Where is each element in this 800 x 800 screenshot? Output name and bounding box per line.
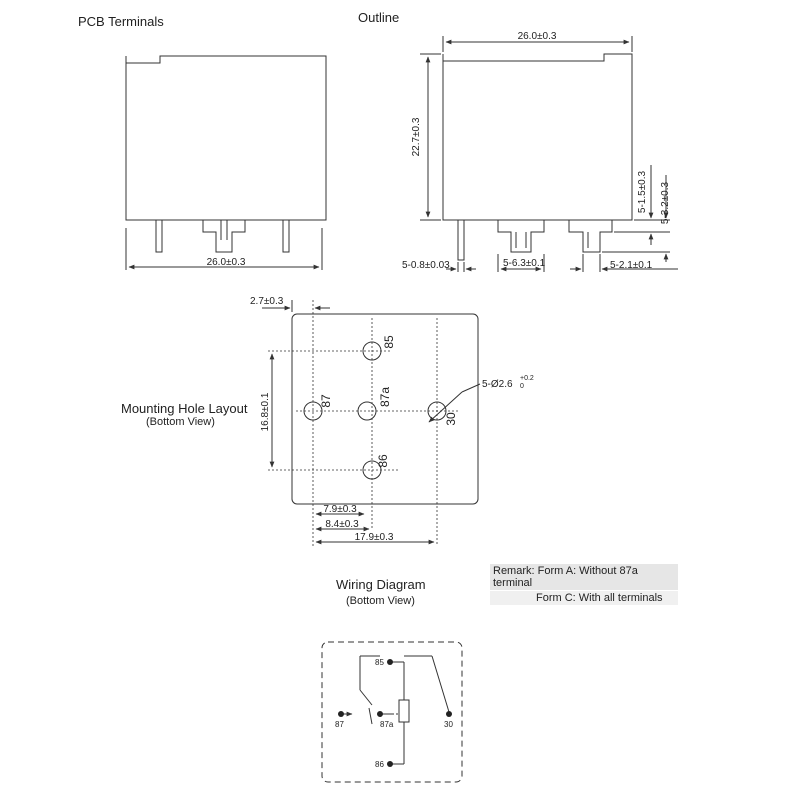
outline-relay-body [442,53,633,221]
outline-title: Outline [358,10,400,25]
wiring-diagram-title: Wiring Diagram [336,577,426,592]
wiring-label-87a: 87a [380,720,394,729]
wiring-dot-86 [387,761,393,767]
pcb-terminals-view [125,55,327,270]
wiring-label-85: 85 [375,658,384,667]
terminal-width-21-dimension: 5-2.1±0.1 [610,260,653,271]
pcb-width-dimension: 26.0±0.3 [207,257,246,268]
hole-86 [362,460,382,480]
remark-line-form-c: Form C: With all terminals [490,591,678,605]
outline-terminal-thin [457,219,465,261]
terminal-15-dimension: 5-1.5±0.3 [637,170,648,213]
wiring-dot-87 [338,711,344,717]
wiring-terminal-dots [338,659,452,767]
pcb-relay-body [125,55,327,221]
wiring-label-86: 86 [375,760,384,769]
mounting-hole-view-label: (Bottom View) [146,416,215,428]
outline-width-dimension: 26.0±0.3 [518,31,557,42]
pcb-terminal-center [202,220,246,253]
pin-label-30: 30 [444,412,458,426]
hole-diameter-label: 5-Ø2.6 [482,379,513,390]
wiring-diagram-view-label: (Bottom View) [346,595,415,607]
dim-179: 17.9±0.3 [355,532,394,543]
pcb-terminal-left [155,219,163,253]
wiring-dashed-border [321,641,463,783]
coil-symbol [398,699,410,723]
outline-height-dimension: 22.7±0.3 [411,117,422,156]
hole-87a [357,401,377,421]
terminal-thickness-dimension: 5-0.8±0.03 [402,260,450,271]
wiring-label-87: 87 [335,720,344,729]
hole-30 [427,401,447,421]
terminal-width-63-dimension: 5-6.3±0.1 [503,258,546,269]
wiring-dot-87a [377,711,383,717]
outline-terminal-21 [568,220,613,253]
offset-27-dimension: 2.7±0.3 [250,296,284,307]
mounting-board-outline [291,313,479,505]
hole-87 [303,401,323,421]
wiring-dot-85 [387,659,393,665]
hole-tolerance-plus: +0.2 [520,375,534,382]
pin-label-87: 87 [319,394,333,408]
dim-79: 7.9±0.3 [323,504,357,515]
wiring-label-30: 30 [444,720,453,729]
dim-84: 8.4±0.3 [325,519,359,530]
terminal-32-dimension: 5-3.2±0.3 [660,181,671,224]
pcb-terminals-title: PCB Terminals [78,14,164,29]
pin-label-86: 86 [376,454,390,468]
outline-terminal-63 [497,220,545,253]
mounting-hole-layout [262,300,481,546]
pin-label-87a: 87a [378,387,392,407]
mounting-hole-layout-title: Mounting Hole Layout [121,401,248,416]
pin-label-85: 85 [382,335,396,349]
remark-box: Remark: Form A: Without 87a terminal For… [490,564,678,605]
wiring-dot-30 [446,711,452,717]
pcb-terminal-right [282,219,290,253]
hole-tolerance-minus: 0 [520,383,524,390]
remark-line-form-a: Remark: Form A: Without 87a terminal [490,564,678,590]
height-168-dimension: 16.8±0.1 [260,392,271,431]
hole-85 [362,341,382,361]
outline-view [420,36,678,272]
